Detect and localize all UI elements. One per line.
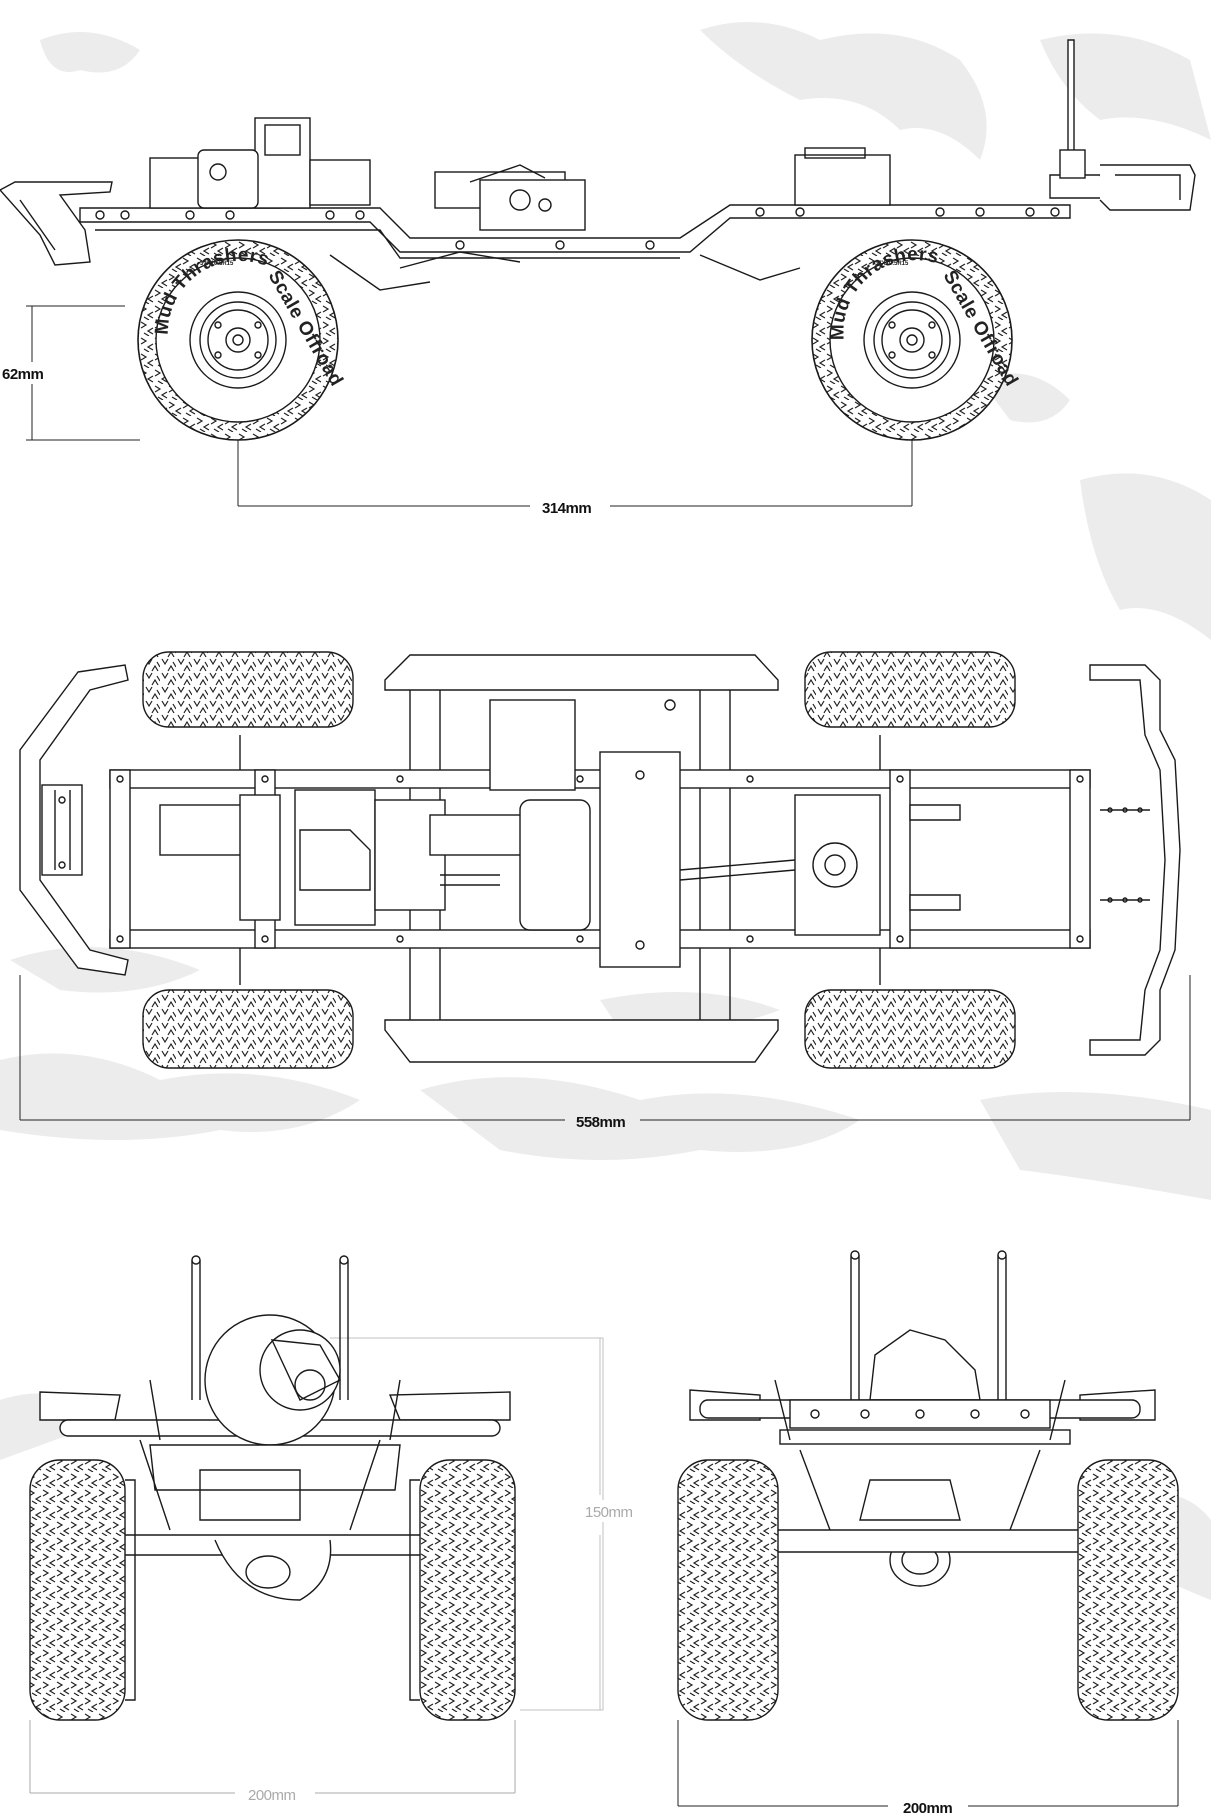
front-view bbox=[29, 1255, 604, 1721]
side-front-wheel bbox=[137, 239, 339, 441]
side-frame-bolts bbox=[95, 207, 1060, 250]
rear-width-label: 200mm bbox=[903, 1800, 952, 1817]
height-label-bg bbox=[0, 362, 52, 384]
top-front-left-tire bbox=[142, 651, 354, 728]
top-skid-plate bbox=[599, 699, 681, 968]
top-rear-left-tire bbox=[804, 651, 1016, 728]
top-rear-links bbox=[239, 735, 961, 985]
front-height-label: 150mm bbox=[585, 1504, 633, 1521]
side-view-dimensions bbox=[26, 305, 913, 507]
side-rear-bumper bbox=[1049, 39, 1196, 211]
side-rear-box bbox=[794, 147, 891, 206]
rear-view-dimensions bbox=[677, 1720, 1179, 1807]
top-view bbox=[19, 651, 1181, 1069]
top-view-dimensions bbox=[19, 975, 1191, 1121]
top-rock-sliders bbox=[384, 654, 779, 1063]
top-driveshafts bbox=[440, 859, 796, 886]
top-motor-servo bbox=[159, 699, 881, 936]
top-bolts bbox=[116, 775, 1084, 943]
front-view-dimensions bbox=[29, 1338, 601, 1794]
top-rear-bumper bbox=[1089, 664, 1181, 1056]
side-rear-wheel bbox=[811, 239, 1013, 441]
top-front-right-tire bbox=[142, 989, 354, 1069]
background-splatter bbox=[0, 22, 1211, 1600]
front-width-label: 200mm bbox=[248, 1787, 296, 1804]
side-height-label: 62mm bbox=[2, 366, 44, 383]
length-label: 558mm bbox=[576, 1114, 625, 1131]
side-engine-block bbox=[149, 117, 586, 231]
side-view bbox=[0, 39, 1196, 441]
side-links bbox=[329, 164, 801, 291]
side-front-hoop bbox=[0, 181, 113, 266]
top-front-bumper bbox=[19, 664, 129, 976]
top-rear-right-tire bbox=[804, 989, 1016, 1069]
front-tire-size: 37X10.5R15 bbox=[200, 261, 234, 267]
rear-tire-size: 37X10.5R15 bbox=[875, 261, 909, 267]
wheelbase-label: 314mm bbox=[542, 500, 591, 517]
front-height-label-bg bbox=[580, 1500, 638, 1522]
rear-view bbox=[677, 1250, 1179, 1721]
